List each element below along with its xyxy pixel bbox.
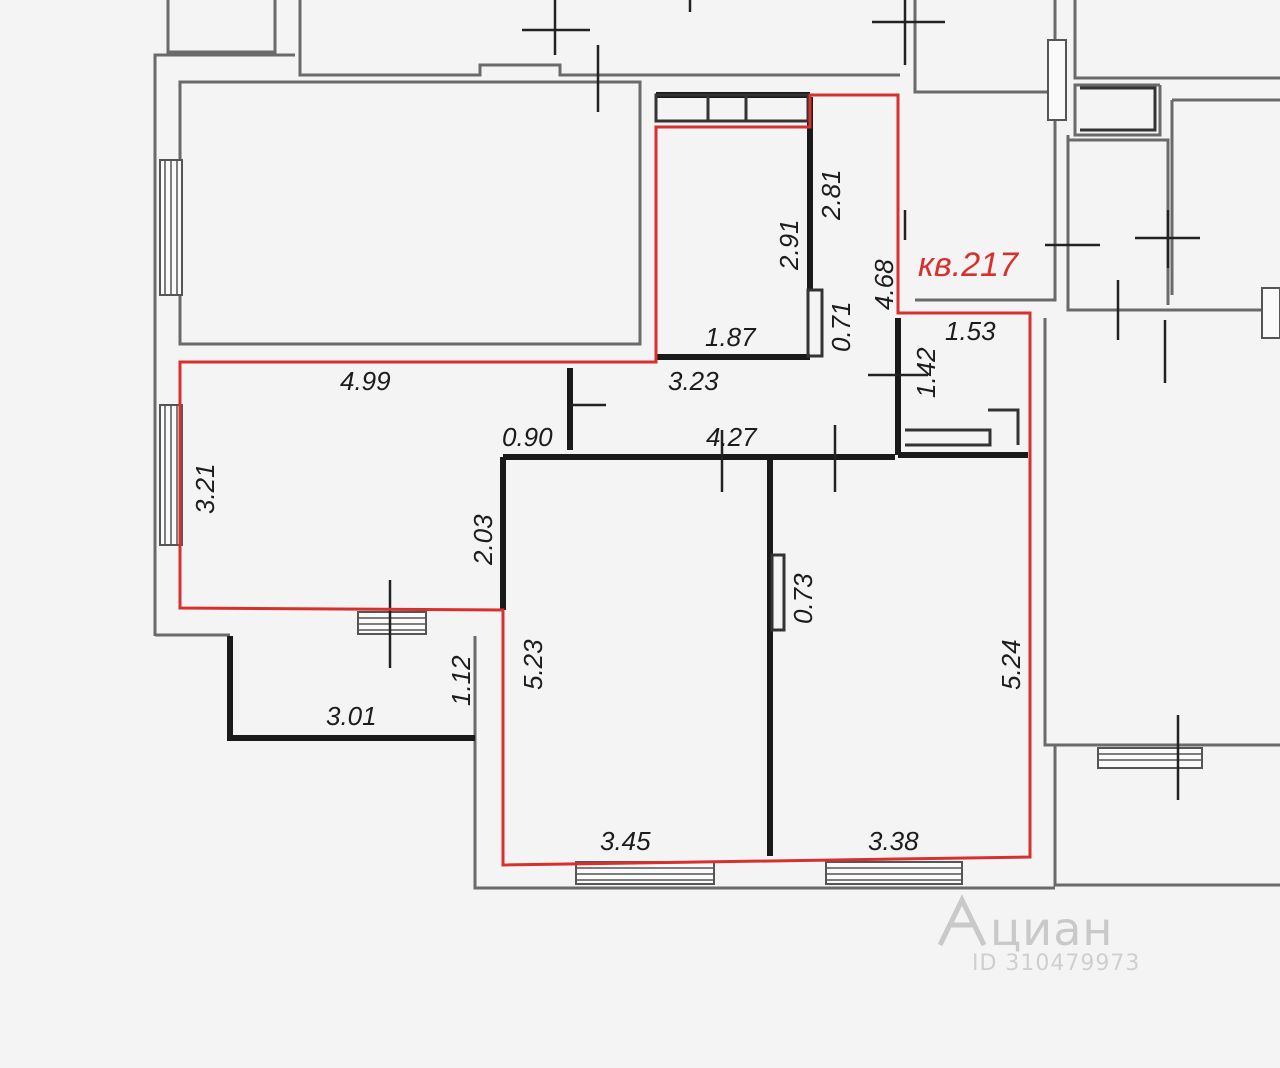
dim-bedroom-right-width: 3.38: [868, 826, 919, 856]
dim-corridor-width: 3.23: [668, 366, 719, 396]
watermark: циан ID 310479973: [937, 894, 1140, 976]
dim-wc-width: 1.53: [945, 316, 996, 346]
dim-bedroom-right-door: 0.73: [788, 573, 818, 624]
dim-balcony-width: 3.01: [326, 701, 377, 731]
dim-corridor-wall: 2.03: [468, 514, 498, 566]
dim-balcony-depth: 1.12: [446, 655, 476, 706]
dim-hall-width: 4.27: [706, 422, 758, 452]
dim-corridor-gap: 0.90: [502, 422, 553, 452]
dim-bath-outer-height: 2.81: [816, 169, 846, 221]
dim-bedroom-left-height: 5.23: [518, 639, 548, 690]
dim-wc-height: 1.42: [911, 347, 941, 398]
fixtures: [654, 86, 1157, 632]
dim-big-room-left-height: 3.21: [190, 463, 220, 514]
dim-big-room-top-width: 4.99: [340, 366, 391, 396]
apartment-outline: [178, 93, 1032, 867]
black-walls: [227, 92, 1028, 856]
dim-bath-height: 2.91: [774, 219, 804, 271]
cross-marks: [388, 0, 1200, 800]
dimension-labels: 4.99 3.21 0.90 2.03 3.23 4.27 2.91 1.87 …: [190, 169, 1026, 856]
dim-bedroom-right-height: 5.24: [996, 639, 1026, 690]
cian-house-icon: [937, 894, 987, 947]
dim-bath-door: 0.71: [826, 301, 856, 352]
apartment-label: кв.217: [918, 246, 1019, 284]
dim-bedroom-left-width: 3.45: [600, 826, 651, 856]
dim-hall-height: 4.68: [869, 259, 899, 310]
windows: [159, 39, 1280, 885]
window-lines: [164, 160, 1202, 881]
dim-bath-width: 1.87: [705, 322, 757, 352]
watermark-logo: циан: [990, 902, 1113, 956]
watermark-id: ID 310479973: [972, 951, 1140, 976]
